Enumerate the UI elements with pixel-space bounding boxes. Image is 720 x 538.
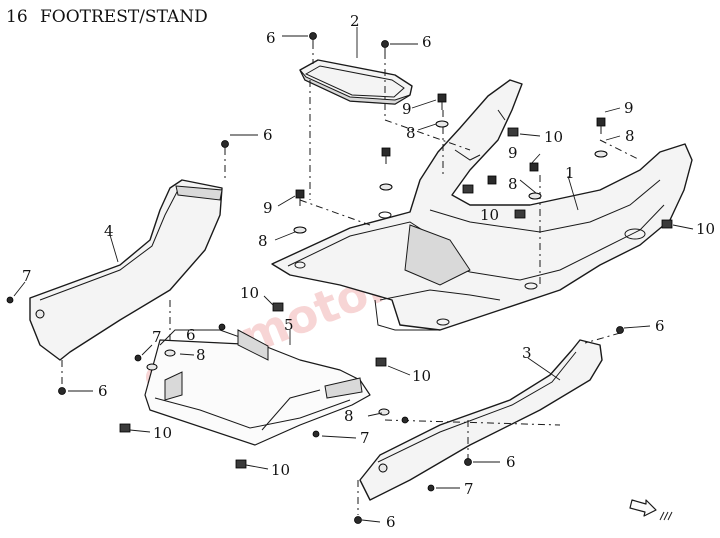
callout-screw-7: 7 — [360, 429, 370, 447]
callout-clip-10: 10 — [412, 367, 431, 385]
callout-bolt-9: 9 — [402, 100, 412, 118]
callout-screw-6: 6 — [98, 382, 108, 400]
callout-washer-8: 8 — [344, 407, 354, 425]
callout-screw-7: 7 — [22, 267, 32, 285]
callout-screw-6: 6 — [263, 126, 273, 144]
diagram-title: FOOTREST/STAND — [40, 7, 208, 27]
fasteners — [6, 32, 673, 524]
callout-bolt-9: 9 — [624, 99, 634, 117]
callout-clip-10: 10 — [696, 220, 715, 238]
callouts: 2 1 3 4 5 6 6 6 6 6 6 6 6 7 7 7 7 8 8 8 … — [22, 12, 715, 531]
callout-washer-8: 8 — [625, 127, 635, 145]
part-1-floor-panel — [271, 79, 693, 331]
callout-bolt-9: 9 — [263, 199, 273, 217]
callout-clip-10: 10 — [544, 128, 563, 146]
callout-screw-7: 7 — [152, 328, 162, 346]
callout-screw-6: 6 — [422, 33, 432, 51]
callout-clip-10: 10 — [271, 461, 290, 479]
callout-part-3: 3 — [522, 344, 532, 362]
callout-washer-8: 8 — [508, 175, 518, 193]
leader-lines — [13, 27, 694, 523]
callout-washer-8: 8 — [196, 346, 206, 364]
callout-washer-8: 8 — [258, 232, 268, 250]
callout-part-4: 4 — [104, 222, 114, 240]
part-4-left-cover — [29, 179, 223, 361]
callout-screw-6: 6 — [506, 453, 516, 471]
callout-screw-7: 7 — [464, 480, 474, 498]
callout-clip-10: 10 — [153, 424, 172, 442]
section-number: 16 — [6, 7, 28, 27]
callout-washer-8: 8 — [406, 124, 416, 142]
callout-part-2: 2 — [350, 12, 360, 30]
callout-screw-6: 6 — [266, 29, 276, 47]
part-2-cover — [299, 59, 413, 105]
callout-part-1: 1 — [565, 164, 575, 182]
part-3-right-cover — [359, 339, 603, 501]
direction-arrow-icon — [629, 499, 673, 521]
callout-clip-10: 10 — [240, 284, 259, 302]
callout-clip-10: 10 — [480, 206, 499, 224]
callout-screw-6: 6 — [386, 513, 396, 531]
callout-bolt-9: 9 — [508, 144, 518, 162]
part-5-center-plate — [144, 329, 371, 446]
callout-screw-6: 6 — [655, 317, 665, 335]
callout-part-5: 5 — [284, 316, 294, 334]
callout-screw-6: 6 — [186, 326, 196, 344]
